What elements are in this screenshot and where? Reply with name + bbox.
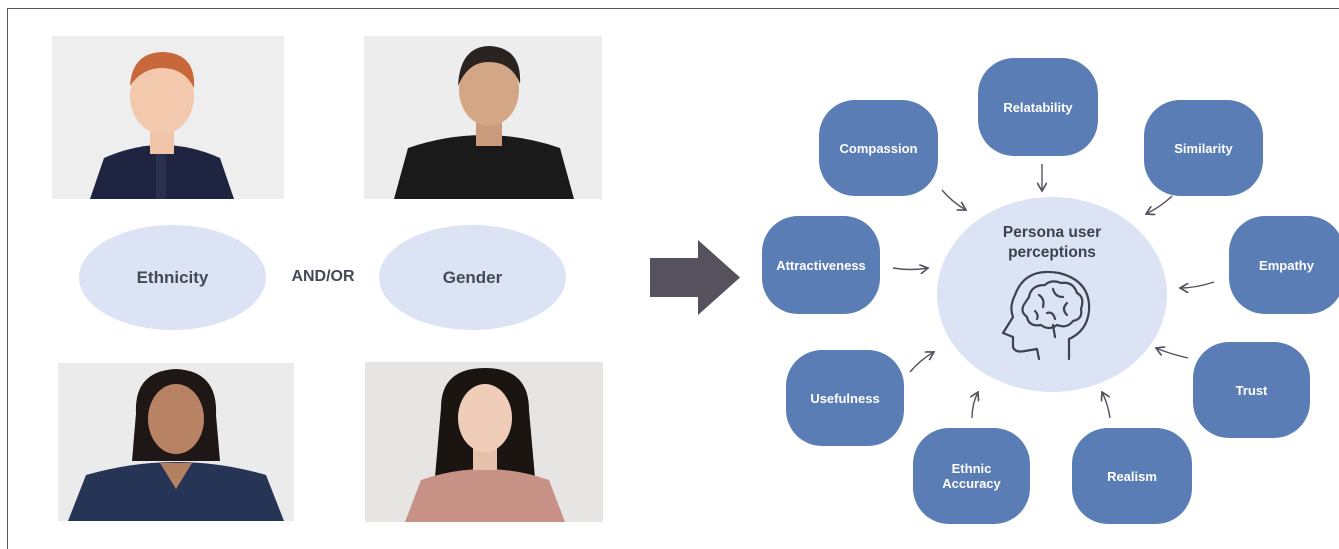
persona-4-illustration bbox=[365, 362, 603, 522]
node-relatability: Relatability bbox=[978, 58, 1098, 156]
persona-3-illustration bbox=[58, 363, 294, 521]
node-realism: Realism bbox=[1072, 428, 1192, 524]
node-attractiveness: Attractiveness bbox=[762, 216, 880, 314]
persona-photo-4 bbox=[365, 362, 603, 522]
node-empathy: Empathy bbox=[1229, 216, 1339, 314]
gender-pill: Gender bbox=[379, 225, 566, 330]
node-ethnic-accuracy: Ethnic Accuracy bbox=[913, 428, 1030, 524]
persona-1-illustration bbox=[52, 36, 284, 199]
and-or-label: AND/OR bbox=[291, 268, 355, 285]
figure-frame bbox=[7, 8, 1339, 549]
center-title: Persona user perceptions bbox=[1002, 224, 1102, 261]
persona-photo-2 bbox=[364, 36, 602, 199]
persona-2-illustration bbox=[364, 36, 602, 199]
head-brain-icon bbox=[1001, 270, 1091, 361]
persona-perceptions-center: Persona user perceptions bbox=[937, 197, 1167, 392]
node-usefulness: Usefulness bbox=[786, 350, 904, 446]
transition-arrow-icon bbox=[650, 240, 740, 315]
node-similarity: Similarity bbox=[1144, 100, 1263, 196]
persona-photo-1 bbox=[52, 36, 284, 199]
persona-photo-3 bbox=[58, 363, 294, 521]
node-trust: Trust bbox=[1193, 342, 1310, 438]
ethnicity-pill: Ethnicity bbox=[79, 225, 266, 330]
node-compassion: Compassion bbox=[819, 100, 938, 196]
